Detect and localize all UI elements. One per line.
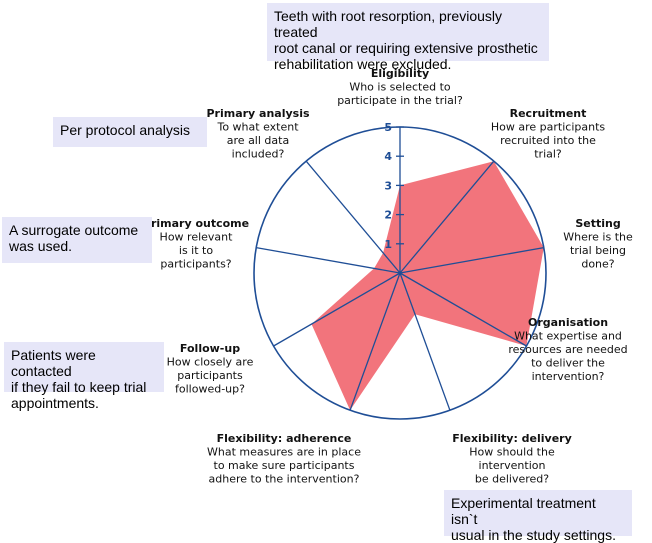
- axis-spoke: [399, 160, 495, 274]
- axis-spoke: [305, 160, 401, 274]
- domain-title: Organisation: [528, 316, 608, 329]
- domain-question: are all data: [227, 134, 289, 147]
- axis-spoke: [399, 246, 544, 274]
- domain-question: How are participants: [491, 121, 606, 134]
- scale-tick-label: 4: [384, 150, 392, 163]
- domain-question: be delivered?: [475, 473, 549, 486]
- axis-spoke: [349, 272, 401, 411]
- radar-area: [311, 161, 544, 411]
- note-eligibility: Teeth with root resorption, previously t…: [267, 3, 549, 72]
- axis-spoke: [256, 246, 401, 274]
- axis-spoke: [399, 272, 527, 347]
- axis-spoke: [399, 272, 451, 411]
- domain-question: included?: [232, 148, 285, 161]
- domain-question: What measures are in place: [207, 446, 361, 459]
- note-primary-analysis: Per protocol analysis: [53, 117, 207, 147]
- axis-spoke: [273, 272, 401, 347]
- domain-question: Where is the: [563, 231, 633, 244]
- scale-tick-label: 3: [384, 179, 392, 192]
- domain-title: Flexibility: delivery: [452, 432, 572, 445]
- domain-question: adhere to the intervention?: [209, 473, 360, 486]
- domain-question: to make sure participants: [214, 459, 355, 472]
- domain-question: done?: [581, 258, 614, 271]
- domain-question: participants: [177, 369, 243, 382]
- domain-title: Primary analysis: [206, 107, 310, 120]
- domain-question: followed-up?: [175, 383, 245, 396]
- domain-question: How closely are: [167, 356, 254, 369]
- domain-question: How should the: [469, 446, 555, 459]
- domain-title: Eligibility: [371, 67, 429, 80]
- domain-question: to deliver the: [531, 357, 605, 370]
- scale-tick-label: 2: [384, 209, 392, 222]
- domain-title: Setting: [575, 217, 620, 230]
- domain-question: resources are needed: [508, 343, 627, 356]
- domain-question: is it to: [179, 244, 213, 257]
- domain-question: Who is selected to: [349, 81, 451, 94]
- note-primary-outcome: A surrogate outcome was used.: [2, 217, 152, 263]
- scale-tick-label: 1: [384, 238, 392, 251]
- domain-question: recruited into the: [500, 134, 596, 147]
- scale-tick-label: 5: [384, 121, 392, 134]
- domain-question: trial?: [534, 148, 562, 161]
- domain-title: Flexibility: adherence: [217, 432, 352, 445]
- domain-question: To what extent: [216, 121, 299, 134]
- domain-title: Follow-up: [180, 342, 240, 355]
- domain-title: Recruitment: [510, 107, 587, 120]
- domain-question: What expertise and: [514, 330, 622, 343]
- domain-question: intervention?: [532, 370, 605, 383]
- note-follow-up: Patients were contacted if they fail to …: [4, 342, 164, 411]
- domain-question: participants?: [160, 258, 231, 271]
- domain-question: participate in the trial?: [337, 94, 463, 107]
- domain-question: intervention: [479, 459, 546, 472]
- domain-title: Primary outcome: [143, 217, 249, 230]
- domain-question: How relevant: [160, 231, 234, 244]
- note-flexibility-delivery: Experimental treatment isn`t usual in th…: [444, 490, 632, 543]
- domain-question: trial being: [570, 244, 626, 257]
